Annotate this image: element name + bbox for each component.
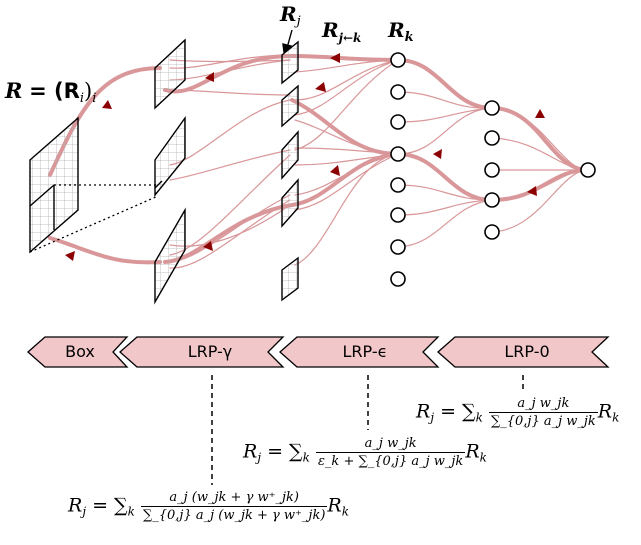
rjk-label-main: R <box>322 18 339 42</box>
formula-lrp-0-rhs-sub: k <box>612 410 620 425</box>
formula-lrp-0-eq-sum: = ∑ <box>440 400 476 423</box>
tab-box-label: Box <box>65 342 95 361</box>
formula-lrp-eps-sum-sub: k <box>302 450 310 465</box>
rjk-label-sub: j←k <box>338 31 362 45</box>
formula-lrp-0-num: a_j w_jk <box>488 396 598 413</box>
conv-layer-1-maps <box>154 38 186 305</box>
tab-lrp-eps-label: LRP-ϵ <box>342 342 388 361</box>
formula-lrp-gamma-lhs: R <box>68 494 83 517</box>
tab-lrp-0-label: LRP-0 <box>504 342 550 361</box>
formula-lrp-gamma-fraction: a_j (w_jk + γ w⁺_jk) ∑_{0,j} a_j (w_jk +… <box>140 490 328 523</box>
formula-connectors <box>211 375 524 485</box>
tab-box-shape <box>27 336 129 368</box>
output-neuron <box>580 162 596 178</box>
fc-neurons <box>484 100 500 240</box>
tab-lrp-gamma-shape <box>119 336 285 368</box>
tab-lrp-eps-shape <box>279 336 440 368</box>
formula-lrp-0-den: ∑_{0,j} a_j w_jk <box>490 414 596 429</box>
relevance-flow-thin <box>169 54 589 269</box>
formula-lrp-gamma-den: ∑_{0,j} a_j (w_jk + γ w⁺_jk) <box>142 508 326 523</box>
flow-arrowheads <box>65 53 545 261</box>
rjk-label: Rj←k <box>322 18 361 45</box>
formula-lrp-0-lhs-sub: j <box>430 410 435 425</box>
relevance-vector-sub: i <box>79 91 84 106</box>
formula-lrp-0-lhs: R <box>416 400 431 423</box>
rk-label: Rk <box>388 18 414 45</box>
relevance-flow-thick <box>48 54 590 265</box>
formula-lrp-eps: Rj = ∑k a_j w_jk ε_k + ∑_{0,j} a_j w_jk … <box>243 436 487 469</box>
formula-lrp-eps-eq-sum: = ∑ <box>267 440 303 463</box>
relevance-vector-close: ) <box>84 79 93 103</box>
formula-lrp-gamma-rhs-sub: k <box>341 504 349 519</box>
tab-lrp-gamma-label: LRP-γ <box>187 342 233 361</box>
rj-label: Rj <box>280 2 301 29</box>
formula-lrp-0: Rj = ∑k a_j w_jk ∑_{0,j} a_j w_jk Rk <box>416 396 619 429</box>
formula-lrp-eps-rhs-sub: k <box>479 450 487 465</box>
rk-label-main: R <box>388 18 405 42</box>
relevance-vector-label: R = (Ri)i <box>5 78 96 106</box>
rj-label-main: R <box>280 2 297 26</box>
formula-lrp-gamma-lhs-sub: j <box>82 504 87 519</box>
conv-layer-2-maps <box>281 40 299 302</box>
formula-lrp-0-fraction: a_j w_jk ∑_{0,j} a_j w_jk <box>488 396 598 429</box>
formula-lrp-eps-rhs: R <box>465 440 480 463</box>
formula-lrp-eps-lhs-sub: j <box>257 450 262 465</box>
formula-lrp-0-rhs: R <box>597 400 613 423</box>
formula-lrp-gamma-num: a_j (w_jk + γ w⁺_jk) <box>140 490 328 507</box>
rk-neurons <box>390 52 406 287</box>
formula-lrp-eps-lhs: R <box>243 440 258 463</box>
formula-lrp-0-sum-sub: k <box>475 410 483 425</box>
rj-label-sub: j <box>296 14 301 29</box>
rk-label-sub: k <box>404 30 414 45</box>
formula-lrp-gamma-rhs: R <box>327 494 342 517</box>
formula-lrp-eps-num: a_j w_jk <box>315 436 466 453</box>
formula-lrp-eps-den: ε_k + ∑_{0,j} a_j w_jk <box>317 454 464 469</box>
relevance-vector-bold: R <box>5 78 23 103</box>
formula-lrp-eps-fraction: a_j w_jk ε_k + ∑_{0,j} a_j w_jk <box>315 436 466 469</box>
relevance-vector-rest: = (R <box>29 79 80 103</box>
rule-banner <box>27 336 610 368</box>
receptive-field-lines <box>29 184 159 253</box>
rj-pointer-arrow <box>282 29 293 54</box>
relevance-vector-sub2: i <box>92 91 97 106</box>
formula-lrp-gamma-eq-sum: = ∑ <box>92 494 128 517</box>
formula-lrp-gamma-sum-sub: k <box>127 504 135 519</box>
tab-lrp-0-shape <box>437 336 610 368</box>
formula-lrp-gamma: Rj = ∑k a_j (w_jk + γ w⁺_jk) ∑_{0,j} a_j… <box>68 490 349 523</box>
